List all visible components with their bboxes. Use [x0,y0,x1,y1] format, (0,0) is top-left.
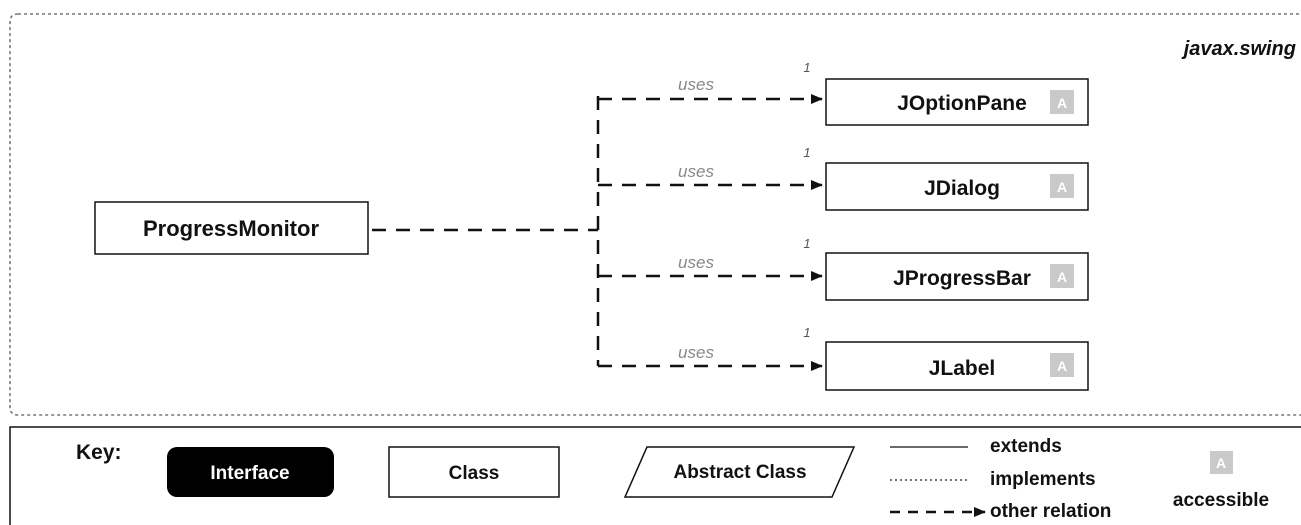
legend-abstract-class-label: Abstract Class [673,462,806,483]
target-class-name: JDialog [924,177,1000,200]
legend-accessible-label: accessible [1173,490,1269,511]
legend-class-box [388,446,560,498]
target-class-name: JProgressBar [893,267,1031,290]
multiplicity-label: 1 [803,145,810,160]
accessible-badge-icon [1050,174,1074,198]
target-class-name: JOptionPane [897,92,1027,115]
legend-other-relation-label: other relation [990,501,1111,522]
target-class-box[interactable]: JLabel A [825,341,1089,391]
target-class-name: JLabel [929,357,996,380]
package-boundary [9,13,1301,416]
multiplicity-label: 1 [803,60,810,75]
target-class-box[interactable]: JOptionPane A [825,78,1089,126]
relation-label: uses [678,75,714,94]
relation-row: uses 1 JDialog A [598,145,1089,211]
accessible-badge-letter: A [1057,269,1067,285]
accessible-badge-icon [1050,264,1074,288]
accessible-badge-letter: A [1057,358,1067,374]
legend-abstract-class-box [623,446,856,498]
relation-row: uses 1 JProgressBar A [598,236,1089,301]
relation-label: uses [678,162,714,181]
accessible-badge-icon [1050,353,1074,377]
progressmonitor-class-box[interactable]: ProgressMonitor [94,201,369,255]
target-class-box[interactable]: JProgressBar A [825,252,1089,301]
legend-extends-label: extends [990,436,1062,457]
legend-implements-label: implements [990,469,1096,490]
target-class-box[interactable]: JDialog A [825,162,1089,211]
accessible-badge-letter: A [1057,179,1067,195]
relation-label: uses [678,253,714,272]
relation-label: uses [678,343,714,362]
multiplicity-label: 1 [803,236,810,251]
legend-title: Key: [76,441,122,464]
legend-interface-label: Interface [210,463,289,484]
accessible-badge-icon [1050,90,1074,114]
progressmonitor-class-name: ProgressMonitor [143,216,319,241]
legend-class-label: Class [449,463,500,484]
legend: Key: Interface Class Abstract Class exte… [9,426,1301,525]
relation-row: uses 1 JOptionPane A [598,60,1089,126]
legend-interface-box [167,447,334,497]
package-label: javax.swing [1181,38,1296,60]
multiplicity-label: 1 [803,325,810,340]
legend-accessible-icon [1210,451,1233,474]
relation-row: uses 1 JLabel A [598,325,1089,391]
legend-accessible-letter: A [1216,455,1226,471]
accessible-badge-letter: A [1057,95,1067,111]
